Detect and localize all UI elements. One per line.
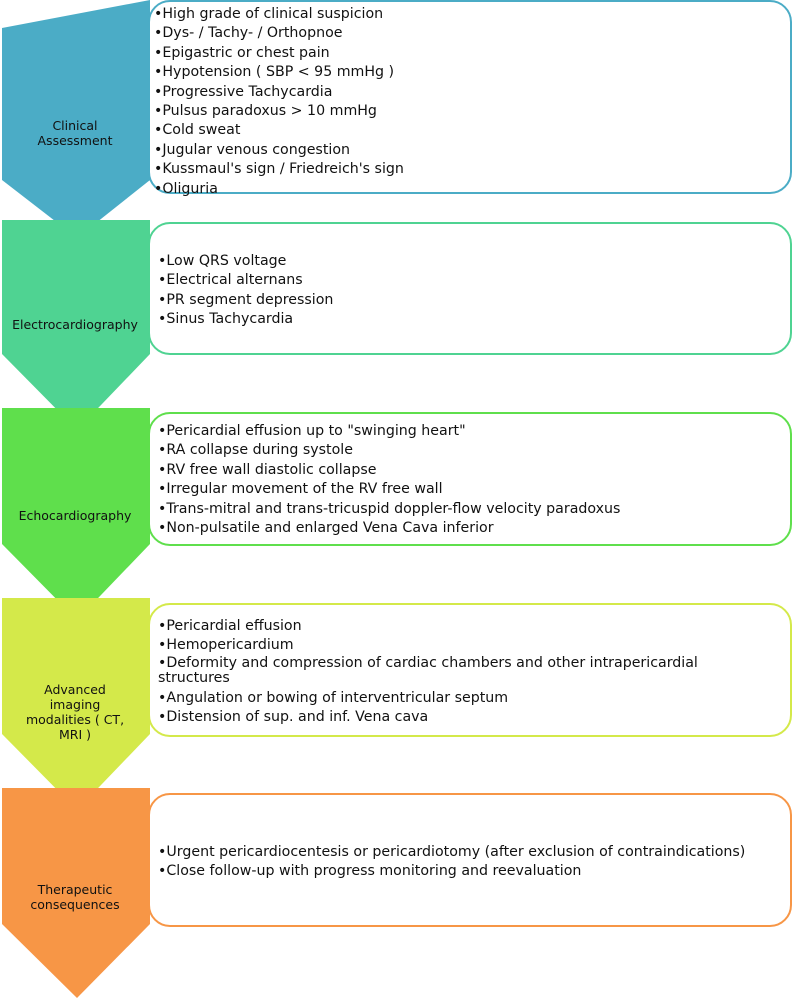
step-label: Electrocardiography [12, 317, 138, 332]
list-item: Irregular movement of the RV free wall [158, 480, 790, 499]
chevron-echocardiography: Echocardiography [0, 408, 150, 622]
item-list: Urgent pericardiocentesis or pericardiot… [158, 843, 790, 882]
chevron-clinical-assessment: Clinical Assessment [0, 0, 150, 240]
step-label: Therapeutic consequences [30, 882, 120, 912]
list-item: Progressive Tachycardia [154, 83, 790, 102]
chevron-advanced-imaging: Advanced imaging modalities ( CT, MRI ) [0, 598, 150, 812]
chevron-shape [2, 220, 150, 430]
list-item: Pericardial effusion up to "swinging hea… [158, 422, 790, 441]
list-item: Urgent pericardiocentesis or pericardiot… [158, 843, 790, 862]
chevron-electrocardiography: Electrocardiography [0, 220, 150, 432]
item-list: Low QRS voltage Electrical alternans PR … [158, 252, 790, 330]
item-list: High grade of clinical suspicion Dys- / … [154, 5, 790, 199]
list-item: Epigastric or chest pain [154, 44, 790, 63]
list-item: Trans-mitral and trans-tricuspid doppler… [158, 500, 790, 519]
chevron-shape [2, 408, 150, 620]
chevron-shape [2, 0, 150, 238]
item-list: Pericardial effusion up to "swinging hea… [158, 422, 790, 538]
item-list: Pericardial effusion Hemopericardium Def… [158, 617, 790, 728]
list-item: RV free wall diastolic collapse [158, 461, 790, 480]
box-echocardiography: Pericardial effusion up to "swinging hea… [148, 412, 792, 546]
list-item: Low QRS voltage [158, 252, 790, 271]
box-therapeutic-consequences: Urgent pericardiocentesis or pericardiot… [148, 793, 792, 927]
list-item: Distension of sup. and inf. Vena cava [158, 708, 790, 727]
list-item: Pulsus paradoxus > 10 mmHg [154, 102, 790, 121]
list-item: Non-pulsatile and enlarged Vena Cava inf… [158, 519, 790, 538]
list-item: Pericardial effusion [158, 617, 790, 636]
box-clinical-assessment: High grade of clinical suspicion Dys- / … [148, 0, 792, 197]
list-item: PR segment depression [158, 291, 790, 310]
step-label: Echocardiography [18, 508, 132, 523]
list-item: Close follow-up with progress monitoring… [158, 862, 790, 881]
box-advanced-imaging: Pericardial effusion Hemopericardium Def… [148, 603, 792, 737]
list-item: Hemopericardium [158, 636, 790, 655]
chevron-shape [2, 598, 150, 810]
list-item: Cold sweat [154, 121, 790, 140]
chevron-shape [2, 788, 150, 998]
list-item: Kussmaul's sign / Friedreich's sign [154, 160, 790, 179]
list-item: High grade of clinical suspicion [154, 5, 790, 24]
list-item: Angulation or bowing of interventricular… [158, 689, 790, 708]
list-item: Oliguria [154, 180, 790, 199]
step-label: Clinical Assessment [37, 118, 113, 148]
list-item: Sinus Tachycardia [158, 310, 790, 329]
list-item: Electrical alternans [158, 271, 790, 290]
list-item: Jugular venous congestion [154, 141, 790, 160]
chevron-therapeutic-consequences: Therapeutic consequences [0, 788, 150, 1000]
list-item: Dys- / Tachy- / Orthopnoe [154, 24, 790, 43]
list-item: Hypotension ( SBP < 95 mmHg ) [154, 63, 790, 82]
step-label: Advanced imaging modalities ( CT, MRI ) [25, 682, 125, 742]
box-electrocardiography: Low QRS voltage Electrical alternans PR … [148, 222, 792, 355]
list-item: RA collapse during systole [158, 441, 790, 460]
list-item: Deformity and compression of cardiac cha… [158, 655, 790, 687]
